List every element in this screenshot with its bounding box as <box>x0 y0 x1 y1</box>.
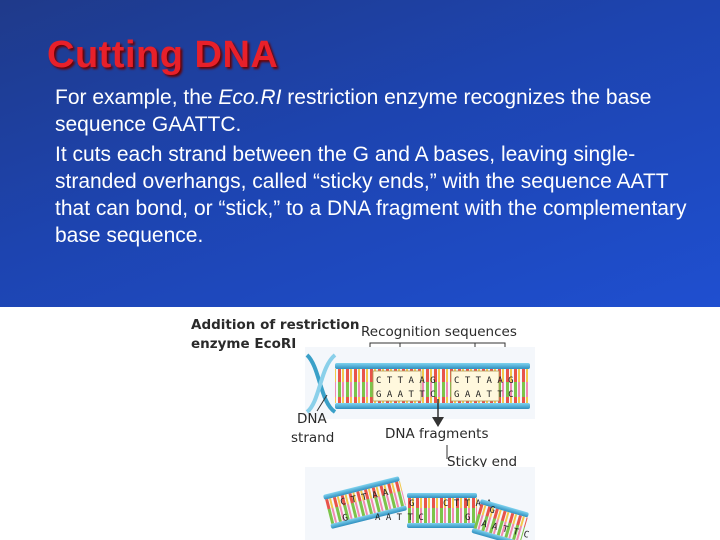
fragment-1 <box>323 476 407 529</box>
dna-label-line1: DNA <box>297 411 327 427</box>
fragments-label: DNA fragments <box>385 426 489 442</box>
dna-pointer <box>316 394 328 412</box>
slide-body: For example, the Eco.RI restriction enzy… <box>55 84 695 249</box>
ecori-diagram: Addition of restriction enzyme EcoRI Rec… <box>191 317 535 540</box>
cut-arrowhead <box>432 417 444 427</box>
recognition-bracket <box>369 342 506 350</box>
fragment-2 <box>407 493 477 528</box>
frag1-bottom: G <box>342 513 349 524</box>
enzyme-label-line1: Addition of restriction <box>191 317 359 333</box>
seq-top-2: C T T A A G <box>454 376 514 386</box>
enzyme-label-line2: enzyme EcoRI <box>191 336 296 352</box>
bottom-backbone <box>335 403 530 409</box>
slide-title: Cutting DNA <box>47 34 279 76</box>
seq-bottom-1: G A A T T C <box>376 390 436 400</box>
seq-bottom-2: G A A T T C <box>454 390 514 400</box>
frag2-top-right: C T T A A <box>443 499 492 509</box>
paragraph-1-start: For example, the <box>55 86 219 109</box>
sticky-end-label: Sticky end <box>447 454 517 470</box>
dna-label-line2: strand <box>291 430 334 446</box>
paragraph-1-end: restriction enzyme recognizes the base s… <box>55 86 652 136</box>
frag2-bottom-left: A A T T C <box>375 513 424 523</box>
frag3-top: G <box>488 505 496 516</box>
frag2-bottom-right: G <box>465 513 470 523</box>
paragraph-2: It cuts each strand between the G and A … <box>55 143 687 247</box>
title-band <box>0 0 720 307</box>
enzyme-name: Eco.RI <box>218 86 282 109</box>
frag2-top-left: G <box>409 499 414 509</box>
paragraph-1: For example, the Eco.RI restriction enzy… <box>55 84 695 138</box>
recognition-box-1 <box>372 370 422 402</box>
helix-right-strand <box>305 353 337 414</box>
seq-top-1: C T T A A G <box>376 376 436 386</box>
recognition-box-2 <box>450 370 500 402</box>
recognition-label: Recognition sequences <box>361 324 517 340</box>
top-backbone <box>335 363 530 369</box>
fragment-3 <box>471 499 529 540</box>
